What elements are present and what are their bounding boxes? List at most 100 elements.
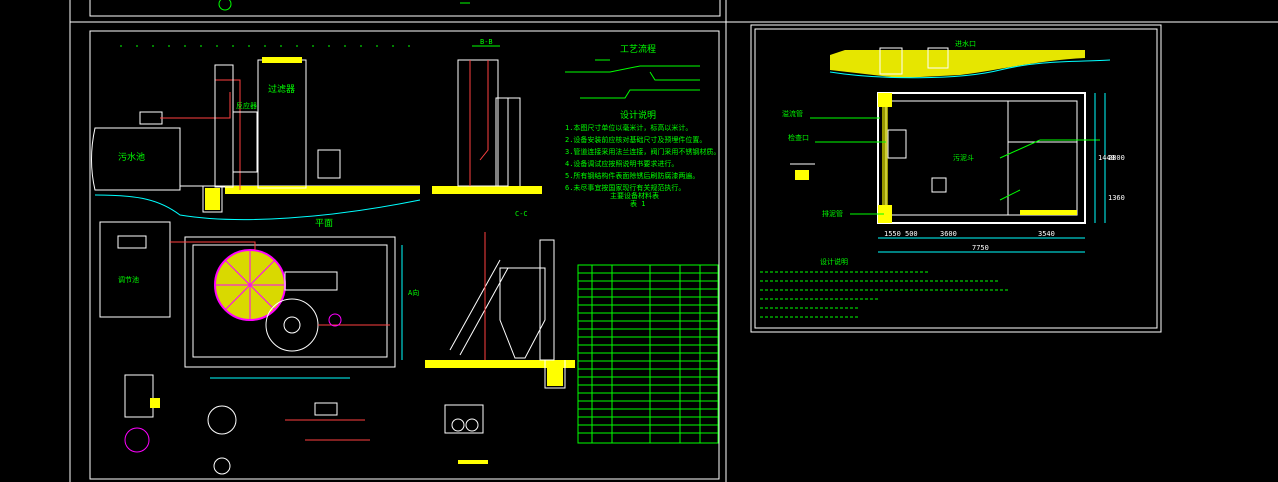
plan-pool-label: 调节池	[118, 275, 139, 284]
design-notes: 设计说明 1.本图尺寸单位以毫米计，标高以米计。 2.设备安装前应核对基础尺寸及…	[565, 109, 720, 208]
sheet2-notes-title: 设计说明	[820, 257, 848, 266]
equipment-table	[577, 264, 719, 444]
detail-1-box	[124, 374, 154, 418]
tank-hatch	[139, 111, 163, 125]
detail-2-base	[213, 457, 231, 475]
detail-4-ground	[458, 460, 488, 464]
table-row-lines	[578, 272, 718, 434]
tower-cap	[262, 57, 302, 63]
center-label: 污泥斗	[953, 154, 974, 162]
dim-h1: 1440	[1098, 154, 1115, 162]
detail-3-pipe	[285, 419, 370, 441]
sheet-borders	[69, 0, 1278, 482]
section-b-hopper	[508, 97, 521, 186]
plan-reactor-circle	[265, 298, 319, 352]
tank-corner-fill-tl	[878, 93, 892, 107]
flow-line-1	[565, 65, 700, 73]
tank-label: 污水池	[118, 151, 145, 163]
plan-filter-spokes	[215, 250, 285, 320]
notes-line-4: 4.设备调试应按照说明书要求进行。	[565, 159, 678, 168]
tank-shape	[91, 127, 181, 191]
plan-reactor-inner	[283, 316, 301, 334]
flow-process: 工艺流程	[565, 43, 700, 99]
equipment-box-2	[317, 149, 341, 179]
flow-title: 工艺流程	[620, 43, 656, 55]
intake-box-2	[927, 47, 949, 69]
dim-h2: 2800	[1108, 154, 1125, 162]
table-title: 主要设备材料表	[610, 191, 659, 200]
section-b-title: B-B	[480, 38, 493, 46]
dim-d4: 3540	[1038, 230, 1055, 238]
plan-arrow-label: A向	[408, 288, 419, 297]
legend-symbol	[795, 170, 809, 180]
section-c: C-C	[425, 210, 575, 389]
section-b-ladder	[495, 97, 509, 187]
section-c-ground	[425, 360, 575, 368]
detail-4-circle-2	[465, 418, 479, 432]
section-c-sump-fill	[547, 362, 563, 386]
sheet2-notes-lines	[760, 271, 1010, 318]
leader-lines	[810, 117, 1100, 215]
detail-2-circle	[207, 405, 237, 435]
section-c-column	[539, 239, 555, 361]
section-c-sump	[544, 360, 566, 389]
detail-4-box	[444, 404, 484, 434]
tower-label: 过滤器	[268, 83, 295, 95]
plan-pipe-1	[170, 241, 256, 250]
pipe-run-2	[215, 79, 241, 190]
top-label: 进水口	[955, 39, 976, 48]
bottom-label: 排泥管	[822, 209, 843, 218]
sump-pit	[202, 186, 223, 213]
table-subtitle: 表 1	[630, 199, 645, 208]
section-c-conveyor-2	[459, 267, 509, 356]
detail-1-circle	[124, 427, 150, 453]
section-c-conveyor	[449, 259, 501, 351]
pipe-run-1	[160, 92, 231, 119]
tank-outer	[877, 92, 1086, 224]
flow-line-2	[580, 89, 700, 99]
tower-column-2	[257, 59, 307, 189]
dim-d2: 500	[905, 230, 918, 238]
section-b-fill	[432, 186, 542, 194]
ground-curve	[94, 194, 421, 221]
plan-pool	[99, 221, 171, 318]
elevation-a: 污水池 过滤器 反应器	[91, 57, 421, 221]
flow-line-3	[649, 71, 700, 81]
section-b-pipe-2	[479, 60, 489, 161]
section-c-title: C-C	[515, 210, 528, 218]
notes-line-3: 3.管道连接采用法兰连接，阀门采用不锈钢材质。	[565, 147, 720, 156]
section-b-column	[457, 59, 499, 187]
tower-column-1	[214, 64, 234, 188]
plan-outer	[184, 236, 396, 368]
detail-4-circle-1	[451, 418, 465, 432]
sheet-2: 进水口 污泥斗 溢流管 检查口 排泥管	[760, 39, 1125, 318]
dim-d3: 3600	[940, 230, 957, 238]
plan-title: 平面	[315, 218, 333, 229]
dimension-lines	[878, 93, 1106, 253]
tank-wall-left	[882, 107, 888, 205]
inner-box	[887, 129, 907, 159]
left-label-1: 溢流管	[782, 109, 803, 118]
plan-ladder	[284, 271, 338, 291]
plan-pump-box	[117, 235, 147, 249]
notes-line-1: 1.本图尺寸单位以毫米计，标高以米计。	[565, 123, 692, 132]
detail-1-fill	[150, 398, 160, 408]
notes-line-2: 2.设备安装前应核对基础尺寸及预埋件位置。	[565, 135, 706, 144]
detail-drawings	[124, 374, 488, 475]
notes-title: 设计说明	[620, 109, 656, 121]
equipment-box-1	[232, 111, 258, 173]
tank-bottom-fill	[1020, 210, 1077, 215]
intake-box	[879, 47, 903, 75]
dim-h3: 1360	[1108, 194, 1125, 202]
ground-fill	[225, 186, 420, 194]
sump-fill	[205, 188, 220, 210]
dim-total: 7750	[972, 244, 989, 252]
terrain-line	[830, 50, 1085, 78]
plan-pump-icon	[328, 313, 342, 327]
plan-view: 平面 调节池 A向	[99, 218, 419, 379]
plan-inner	[192, 244, 388, 358]
top-strip-fragments	[218, 0, 470, 11]
detail-3-box	[314, 402, 338, 416]
equipment-label: 反应器	[236, 101, 257, 110]
